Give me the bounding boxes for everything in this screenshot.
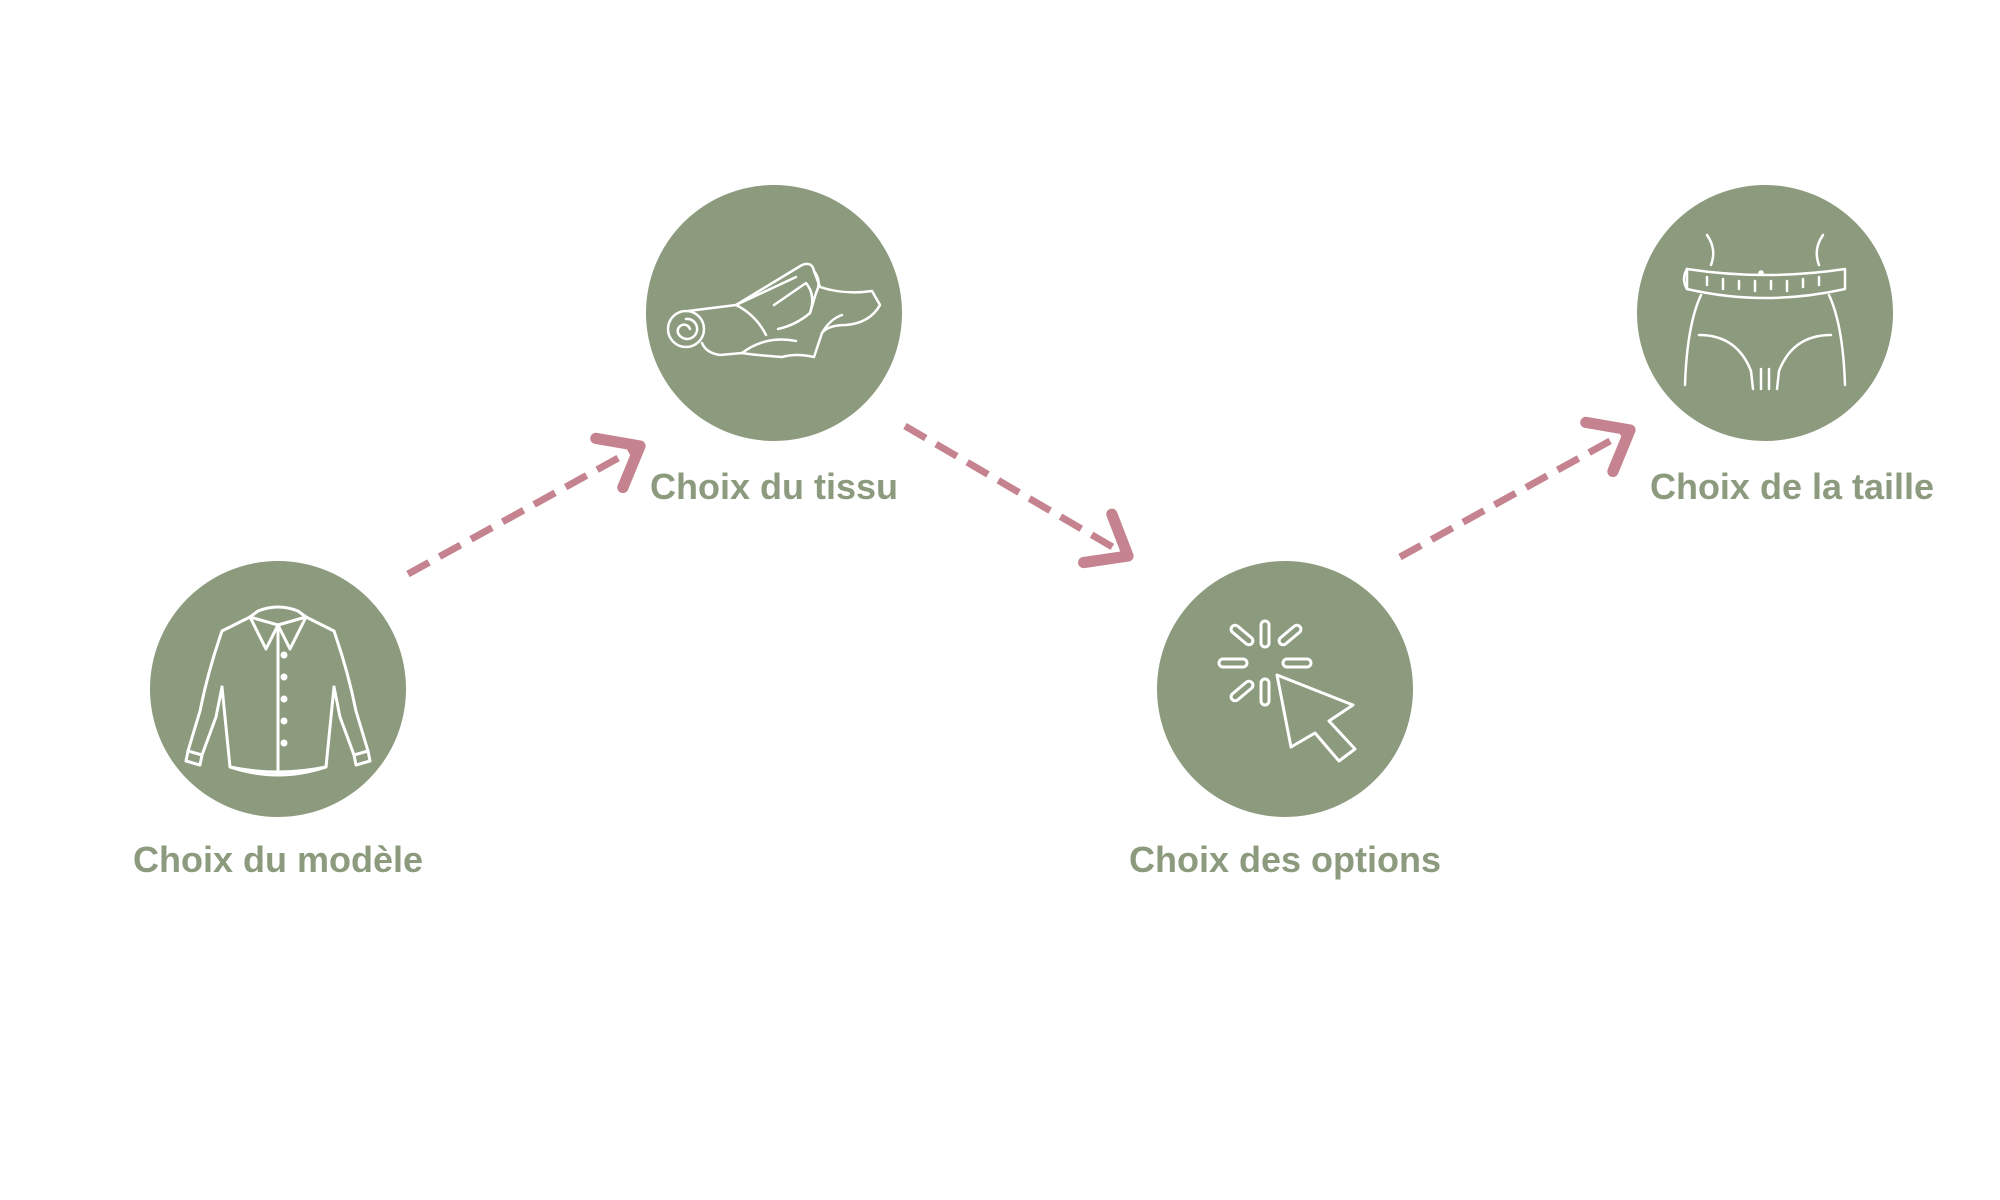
arrow-step1-to-step2 — [406, 432, 646, 578]
waist-measure-icon — [1682, 233, 1847, 391]
step-circle-options — [1157, 561, 1413, 817]
arrow-step3-to-step4 — [1398, 416, 1636, 561]
step-circle-taille — [1637, 185, 1893, 441]
arrow-step2-to-step3 — [903, 422, 1134, 569]
step-label-taille: Choix de la taille — [1649, 466, 1935, 507]
shirt-icon — [184, 605, 372, 777]
cursor-click-icon — [1217, 619, 1357, 763]
step-label-options: Choix des options — [1128, 839, 1441, 880]
step-label-modele: Choix du modèle — [132, 839, 424, 880]
step-circle-tissu — [646, 185, 902, 441]
step-circle-modele — [150, 561, 406, 817]
fabric-roll-icon — [666, 262, 882, 359]
step-label-tissu: Choix du tissu — [649, 466, 898, 507]
